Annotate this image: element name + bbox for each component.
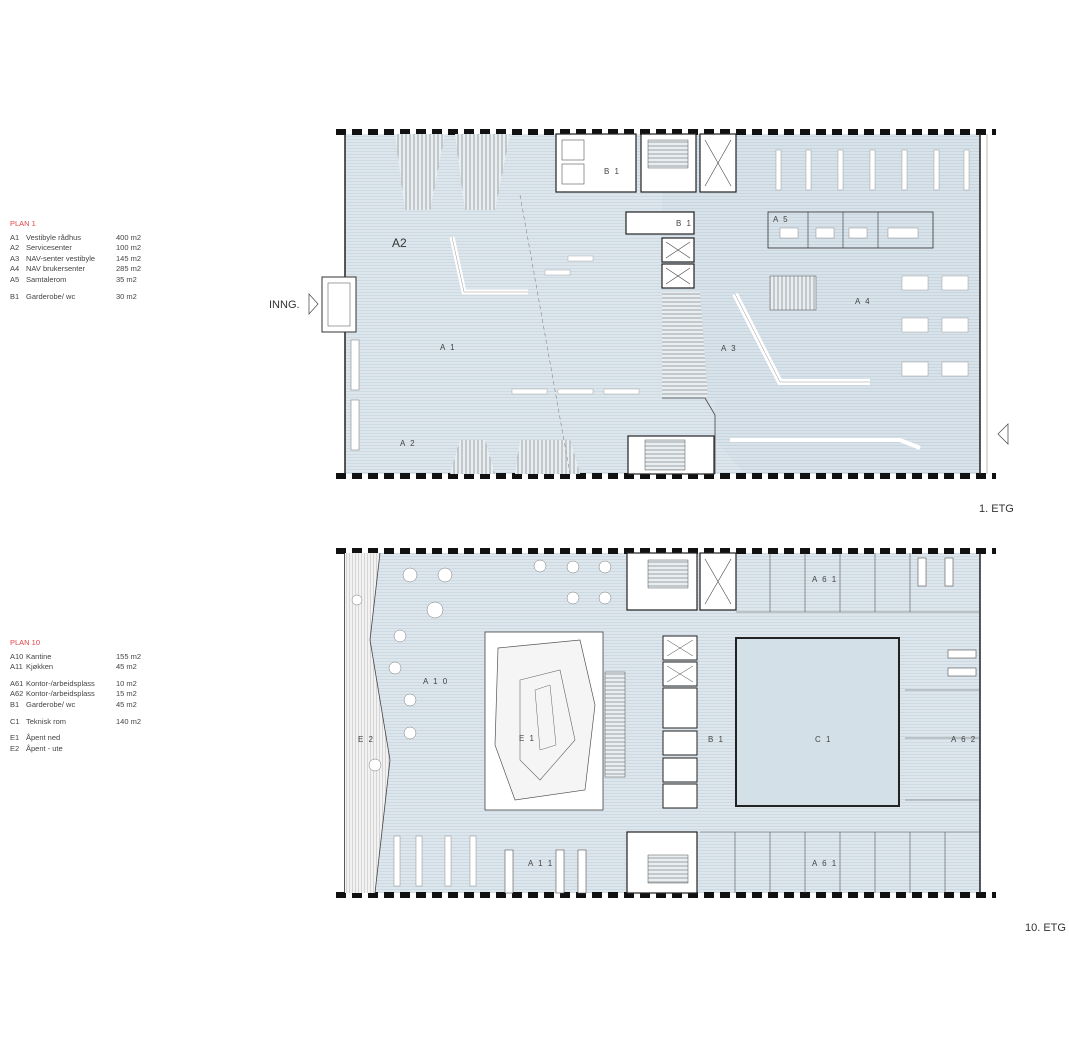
room-label-e2: E 2	[358, 735, 375, 744]
cafe-tables	[351, 559, 612, 772]
room-label-a2: A2	[392, 236, 407, 250]
meeting-rooms	[767, 211, 934, 249]
floor-1-caption: 1. ETG	[979, 503, 1014, 515]
offices-a61-top	[736, 553, 980, 613]
offices-a61-bottom	[700, 831, 980, 893]
room-label-c1: C 1	[815, 735, 832, 744]
nav-zone-shade	[662, 134, 980, 474]
a4-tables	[901, 275, 969, 377]
side-entrance-arrow-icon	[997, 423, 1009, 445]
room-label-a4: A 4	[855, 297, 871, 306]
room-label-b1-mid: B 1	[676, 219, 693, 228]
stair-grand-4	[515, 440, 580, 474]
north-facade-10	[332, 548, 996, 554]
room-label-a2-lower: A 2	[400, 439, 416, 448]
kitchen-a11	[504, 849, 587, 894]
stair-grand-1	[395, 134, 445, 210]
room-label-a61-top: A 6 1	[812, 575, 838, 584]
entrance-arrow-icon	[308, 292, 319, 316]
room-label-a5: A 5	[773, 215, 789, 224]
central-stair	[662, 292, 708, 398]
room-label-b1: B 1	[708, 735, 725, 744]
legend-title: PLAN 1	[10, 219, 36, 228]
legend-title: PLAN 10	[10, 638, 41, 647]
stair-grand-2	[455, 134, 510, 210]
wc-block-top	[555, 133, 637, 193]
entrance-label: INNG.	[269, 299, 300, 311]
core-b1-stack	[662, 635, 698, 809]
offices-a62	[905, 649, 980, 801]
room-label-a61-bottom: A 6 1	[812, 859, 838, 868]
room-label-a10: A 1 0	[423, 677, 449, 686]
canteen-benches	[393, 835, 477, 887]
technical-room-c1	[735, 637, 900, 807]
south-facade	[332, 473, 996, 479]
room-label-a3: A 3	[721, 344, 737, 353]
room-label-b1-top: B 1	[604, 167, 621, 176]
entrance-vestibule	[321, 276, 357, 333]
north-facade	[332, 129, 996, 135]
south-facade-10	[332, 892, 996, 898]
room-label-a1: A 1	[440, 343, 456, 352]
stair-grand-3	[450, 440, 495, 474]
floor-10-caption: 10. ETG	[1025, 922, 1066, 934]
floor-1-plan: A2 A 1 A 2 A 3 A 4 A 5 B 1 B 1	[308, 129, 1009, 479]
room-label-e1: E 1	[519, 734, 536, 743]
atrium-stair	[604, 671, 626, 778]
wc-block-mid	[625, 211, 695, 235]
desk-row-top	[775, 149, 970, 191]
floor-10-plan: A 1 0 E 1 E 2 B 1 C 1 A 6 2 A 6 1 A 6 1 …	[332, 548, 996, 898]
room-label-a62: A 6 2	[951, 735, 977, 744]
room-label-a11: A 1 1	[528, 859, 554, 868]
terrace-e2	[345, 553, 390, 893]
stair-a4	[769, 275, 817, 311]
